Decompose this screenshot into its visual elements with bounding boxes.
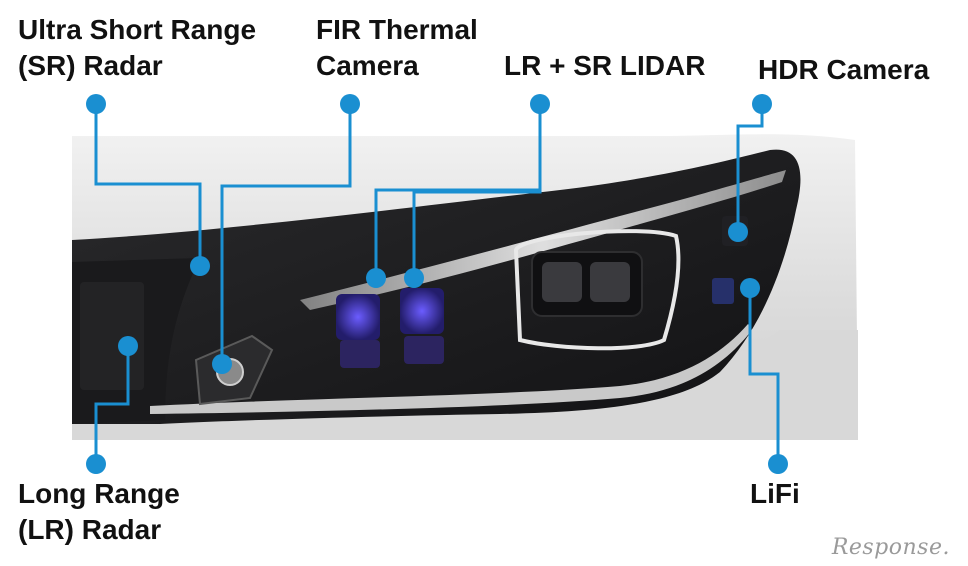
dot-hdr-target [728,222,748,242]
callout-line-sr-radar [94,104,202,266]
label-lifi-line1: LiFi [750,478,800,509]
callout-line-lidar-left [374,104,542,278]
label-lifi: LiFi [750,476,800,512]
label-hdr-camera-line1: HDR Camera [758,54,930,85]
callout-line-lr-radar [94,346,130,464]
lidar-block-left [336,294,380,340]
dot-fir-label [340,94,360,114]
radar-panel [80,282,144,390]
dot-lr-radar-label [86,454,106,474]
sensor-block-lower-right [404,336,444,364]
callout-line-lifi [748,288,780,464]
callout-line-hdr-camera [736,104,764,232]
dot-sr-radar-target [190,256,210,276]
label-fir-camera: FIR Thermal Camera [316,12,478,84]
dot-lidar-label [530,94,550,114]
label-hdr-camera: HDR Camera [758,52,929,88]
dot-lidar-target-left [366,268,386,288]
callout-line-fir-camera [220,104,352,364]
label-fir-camera-line1: FIR Thermal [316,14,478,45]
sensor-block-lower-left [340,340,380,368]
dot-lidar-target-right [404,268,424,288]
dot-sr-radar-label [86,94,106,114]
lidar-block-right [400,288,444,334]
dot-lifi-target [740,278,760,298]
label-lr-radar-line2: (LR) Radar [18,514,162,545]
lifi-module [712,278,734,304]
projector-lens-right [590,262,630,302]
dot-lr-radar-target [118,336,138,356]
callout-line-lidar-right [412,190,542,278]
response-watermark: Response. [831,535,950,560]
label-sr-radar-line1: Ultra Short Range [18,14,257,45]
label-lidar: LR + SR LIDAR [504,48,705,84]
drl-frame [513,229,681,351]
label-sr-radar-line2: (SR) Radar [18,50,163,81]
dot-hdr-label [752,94,772,114]
label-lr-radar-line1: Long Range [18,478,180,509]
callout-lines [94,104,780,464]
label-sr-radar: Ultra Short Range (SR) Radar [18,12,256,84]
dot-fir-target [212,354,232,374]
chrome-swoosh-lower [150,324,752,414]
projector-lens-left [542,262,582,302]
callout-dots [86,94,788,474]
label-fir-camera-line2: Camera [316,50,419,81]
label-lidar-line1: LR + SR LIDAR [504,50,706,81]
dot-lifi-label [768,454,788,474]
label-lr-radar: Long Range (LR) Radar [18,476,180,548]
